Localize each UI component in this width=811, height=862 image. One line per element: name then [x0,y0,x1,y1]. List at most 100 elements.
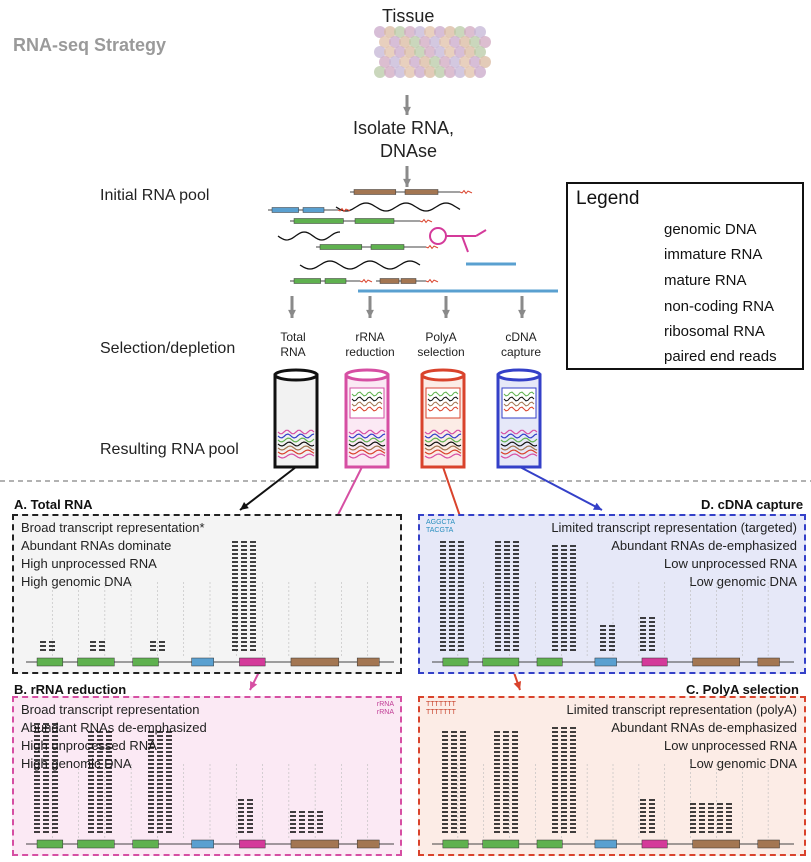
panel-d-line-4: Low genomic DNA [689,574,797,589]
tube-total-content [277,441,315,447]
tissue-cell [399,36,411,48]
tissue-label: Tissue [382,6,435,26]
tissue-cell [404,46,416,58]
tissue-cell [449,36,461,48]
tissue-cell [379,56,391,68]
panel-c-title: C. PolyA selection [686,682,799,697]
tube-cdna-content [500,433,538,439]
tube-polya-content [424,449,462,455]
tissue-cell [384,26,396,38]
arrow-polya-to-panel-c-head [513,681,522,690]
arrow-select-2-head [442,309,450,318]
panel-b-line-4: High genomic DNA [21,756,132,771]
tissue-cell [374,26,386,38]
tissue-cell [439,56,451,68]
tube-rrna-content [348,433,386,439]
legend-item-genomic-dna: genomic DNA [664,221,757,238]
legend-item-noncoding-rna: non-coding RNA [664,298,775,315]
pool-immature-2-tail [419,218,433,224]
tissue-cell [444,46,456,58]
tissue-cell [419,56,431,68]
arrow-select-3-head [518,309,526,318]
pool-immature-1-tail [459,189,473,195]
tube-cdna-content [500,441,538,447]
tube-rrna-content [348,449,386,455]
pool-ribosomal [429,227,447,245]
pool-rna-blue-exon [302,207,325,213]
tube-polya-captured [427,391,459,397]
tube-total-content [277,449,315,455]
legend-item-immature-rna: immature RNA [664,246,763,263]
pool-immature-2-exon [354,218,395,224]
panel-d-line-1: Limited transcript representation (targe… [551,520,797,535]
legend-box: Legend genomic DNA immature RNA mature R… [566,182,804,370]
tissue-cell [394,26,406,38]
tissue-cell [394,66,406,78]
tissue-cell [454,66,466,78]
pool-mature-2-tail [425,278,439,284]
tube-polya-captured [427,396,459,402]
arrow-cdna-to-panel-d-head [593,502,602,510]
arrow-tissue-to-isolate-head [403,106,411,115]
tissue-cell [434,26,446,38]
tube-rrna-content [348,429,386,435]
tube-total-content [277,433,315,439]
tissue-cell [404,26,416,38]
arrow-select-1-head [366,309,374,318]
tissue-cell [374,66,386,78]
tube-total-content [277,453,315,459]
tube-cdna-content [500,449,538,455]
arrow-total-to-panel-a [239,466,297,511]
tube-cdna-content [500,453,538,459]
tissue-cell [469,56,481,68]
tube-cdna-rim [496,368,542,382]
legend-item-paired-reads: paired end reads [664,348,777,365]
tissue-cell [389,36,401,48]
pool-immature-3-exon [319,244,363,250]
isolate-label-2: DNAse [380,141,438,161]
page-title: RNA-seq Strategy [13,35,167,55]
tube-cdna-captured [503,391,535,397]
tissue-cell [409,56,421,68]
initial-pool-label: Initial RNA pool [100,187,210,204]
pool-immature-3-tail [425,244,439,250]
tube-rrna-content [348,441,386,447]
tube-rrna-captured [351,401,383,407]
tissue-cell [444,26,456,38]
tissue-cell [429,36,441,48]
tube-polya-captured [427,401,459,407]
tube-cdna-content [500,437,538,443]
tissue-cell [479,36,491,48]
panel-c-line-2: Abundant RNAs de-emphasized [611,720,797,735]
tissue-cell [404,66,416,78]
panel-a-title: A. Total RNA [14,497,93,512]
tube-cdna-content [500,429,538,435]
panel-d-line-3: Low unprocessed RNA [664,556,797,571]
pool-genomic-3 [299,260,421,270]
tube-polya-content [424,453,462,459]
tissue-cell [424,26,436,38]
tissue-cell [424,46,436,58]
tissue-cell [479,56,491,68]
arrow-select-0-head [288,309,296,318]
tissue-cell [394,46,406,58]
tissue-cell [389,56,401,68]
tissue-cell [474,26,486,38]
tissue-cell [384,46,396,58]
tissue-cell [409,36,421,48]
tube-polya-content [424,429,462,435]
tissue-cell [419,36,431,48]
panel-d-line-2: Abundant RNAs de-emphasized [611,538,797,553]
panel-a-line-3: High unprocessed RNA [21,556,157,571]
tube-total-content [277,437,315,443]
arrow-total-to-panel-a-head [240,501,249,510]
pool-immature-2-exon [293,218,344,224]
pool-ribosomal-stem [446,229,487,253]
legend-item-ribosomal-rna: ribosomal RNA [664,323,765,340]
tissue-cell [454,26,466,38]
panel-c: Limited transcript representation (polyA… [418,696,806,856]
tissue-cell [454,46,466,58]
